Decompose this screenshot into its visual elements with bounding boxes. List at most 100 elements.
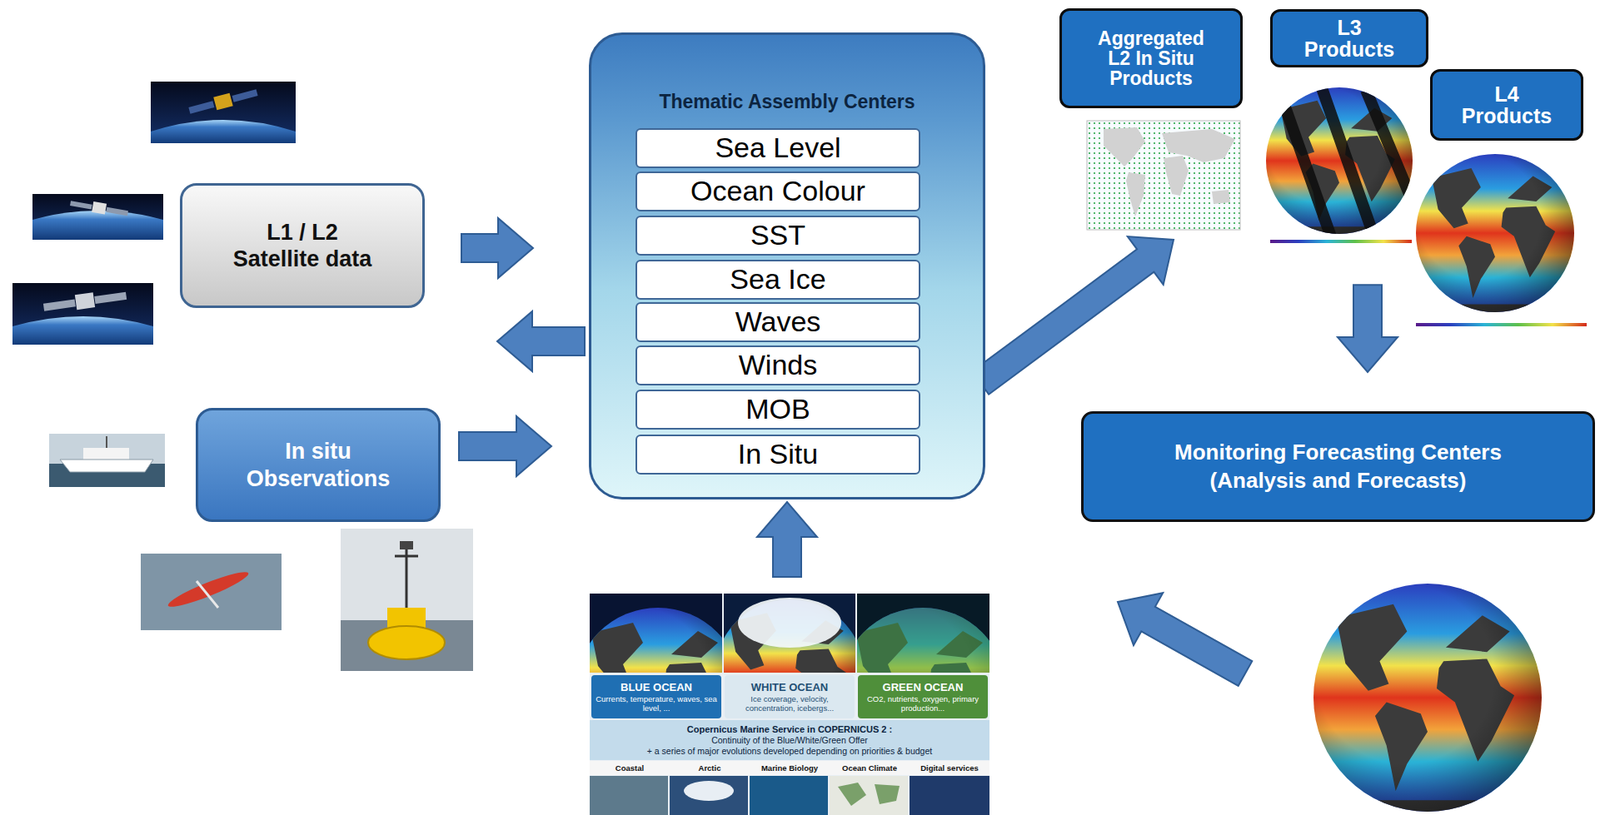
panel-label: Ocean Climate: [829, 762, 910, 776]
satellite-body: [213, 93, 233, 111]
data-source-box: In situ Observations: [195, 408, 441, 523]
center-group: Thematic Assembly CentersSea LevelOcean …: [588, 32, 986, 500]
forecast-box: Monitoring Forecasting Centers (Analysis…: [1081, 411, 1596, 523]
sea: [340, 620, 474, 672]
green-ocean-image: [857, 593, 990, 673]
satellite-photo: [32, 194, 164, 240]
earth-limb: [32, 210, 164, 240]
swath-gap: [1282, 83, 1412, 242]
node-label: Winds: [738, 349, 818, 381]
satellite-body: [74, 292, 95, 310]
ocean-tile: GREEN OCEANCO2, nutrients, oxygen, prima…: [857, 675, 988, 719]
solar-panel: [69, 200, 93, 210]
photo-ground: [32, 194, 164, 240]
blue-ocean-image: [589, 593, 723, 673]
panel-label: Copernicus Marine Service in COPERNICUS …: [687, 723, 893, 736]
sea: [140, 553, 282, 631]
ocean-tile: WHITE OCEANIce coverage, velocity, conce…: [724, 675, 855, 719]
earth-limb: [150, 119, 296, 144]
service-band: Copernicus Marine Service in COPERNICUS …: [589, 720, 990, 761]
climate-thumb: [829, 776, 908, 815]
product-box: Aggregated L2 In Situ Products: [1059, 8, 1243, 109]
model-globe: [1313, 583, 1542, 813]
ice-patch: [683, 781, 734, 802]
node-label: Sea Ice: [729, 264, 826, 295]
glider-wing: [196, 581, 219, 609]
buoy-photo: [340, 528, 474, 672]
l3-gaps: [1282, 83, 1412, 242]
node-label: L4 Products: [1452, 83, 1561, 128]
glider-photo: [140, 553, 282, 631]
theme-strip: CoastalArcticMarine BiologyOcean Climate…: [589, 761, 990, 776]
product-box: L3 Products: [1270, 9, 1429, 69]
ship-photo: [49, 433, 165, 488]
sky: [340, 528, 474, 621]
panel-label: Currents, temperature, waves, sea level,…: [594, 694, 718, 714]
solar-panel: [94, 292, 127, 305]
panel-label: Continuity of the Blue/White/Green Offer: [711, 735, 868, 747]
climate-land: [837, 782, 900, 807]
center-item: In Situ: [635, 434, 921, 474]
node-label: L1 / L2 Satellite data: [225, 219, 380, 274]
photo-ground: [150, 81, 296, 144]
node-label: L3 Products: [1295, 16, 1404, 61]
map-land: [1103, 127, 1236, 217]
photo-ground: [12, 283, 154, 345]
flow-arrow: [1337, 284, 1398, 373]
satellite-photo: [150, 81, 296, 144]
buoy-sensor: [399, 541, 414, 550]
panel-label: Arctic: [669, 762, 750, 776]
panel-label: + a series of major evolutions developed…: [647, 746, 933, 758]
l4-globe: [1415, 154, 1575, 313]
center-item: Sea Level: [635, 128, 921, 168]
satellite-photo: [12, 283, 154, 345]
center-item: SST: [635, 215, 921, 255]
white-ocean-image: [723, 593, 856, 673]
satellite-icon: [69, 197, 129, 219]
satellite-body: [91, 201, 107, 215]
buoy-bar: [394, 555, 419, 559]
node-label: MOB: [745, 393, 810, 425]
glider-body: [165, 567, 251, 613]
center-item: Sea Ice: [635, 259, 921, 300]
node-label: Ocean Colour: [690, 175, 866, 207]
panel-label: WHITE OCEAN: [751, 681, 828, 695]
solar-panel: [188, 100, 215, 114]
in-situ-map: [1086, 120, 1241, 230]
center-item: Waves: [635, 302, 921, 342]
ship-hull: [59, 459, 154, 473]
buoy-mast: [405, 541, 409, 613]
group-title: Thematic Assembly Centers: [591, 89, 983, 114]
center-item: MOB: [635, 389, 921, 429]
panel-label: GREEN OCEAN: [882, 681, 964, 695]
solar-panel: [43, 299, 76, 311]
node-label: Monitoring Forecasting Centers (Analysis…: [1130, 438, 1547, 496]
solar-panel: [232, 89, 259, 102]
panel-label: BLUE OCEAN: [620, 681, 693, 695]
map-floats: [1086, 120, 1241, 230]
node-label: Aggregated L2 In Situ Products: [1088, 28, 1214, 89]
center-item: Ocean Colour: [635, 171, 921, 211]
digital-thumb: [909, 776, 990, 815]
node-label: In situ Observations: [226, 438, 410, 493]
ship-cabin: [83, 448, 130, 461]
flow-arrow: [458, 416, 552, 477]
coastal-thumb: [589, 776, 668, 815]
image-globe: [589, 608, 723, 673]
node-label: Waves: [735, 306, 822, 338]
flow-arrow: [1117, 593, 1252, 687]
image-globe: [857, 608, 990, 673]
panel-label: Coastal: [589, 762, 670, 776]
colour-bar: [1270, 239, 1412, 244]
flow-arrow: [461, 218, 534, 279]
buoy-float: [368, 626, 445, 660]
center-item: Winds: [635, 345, 921, 385]
earth-limb: [12, 316, 154, 345]
panel-label: Ice coverage, velocity, concentration, i…: [727, 694, 852, 714]
node-label: In Situ: [737, 438, 818, 470]
panel-label: CO2, nutrients, oxygen, primary producti…: [861, 694, 985, 714]
product-box: L4 Products: [1430, 69, 1584, 141]
green-tint: [857, 608, 990, 673]
ship-mast: [105, 436, 108, 449]
